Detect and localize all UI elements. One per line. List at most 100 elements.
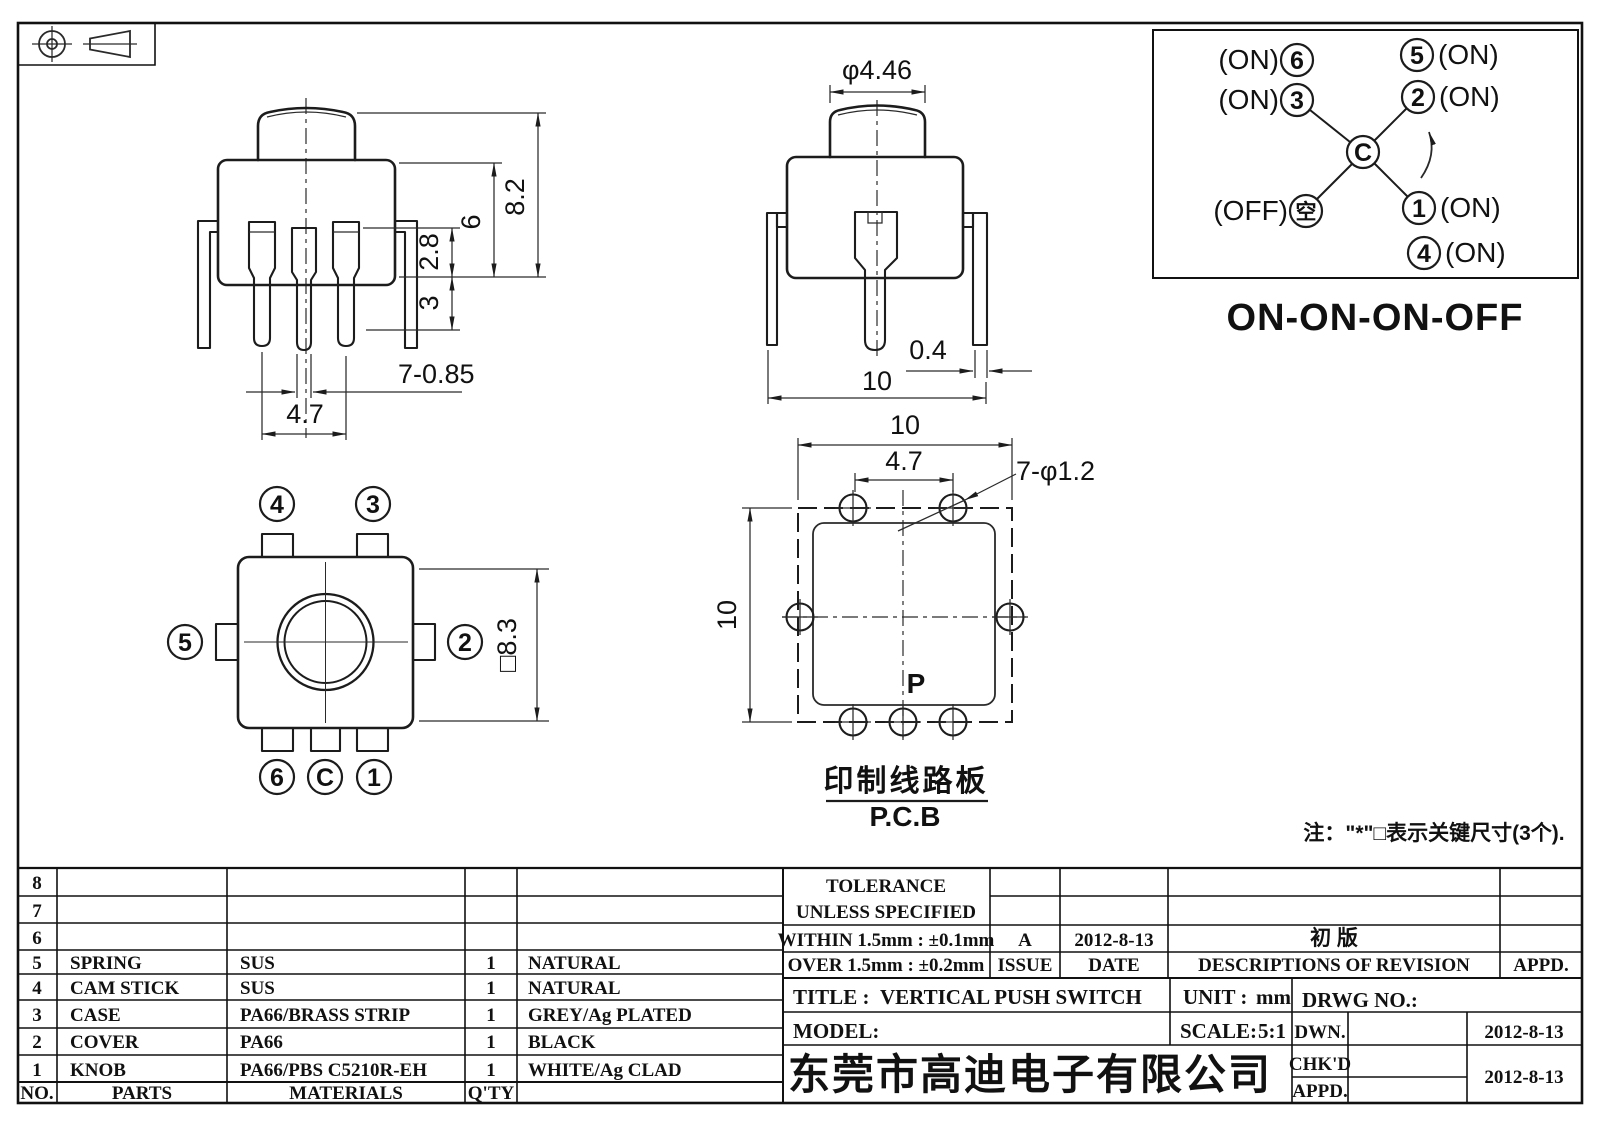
- drawing-number-label: DRWG NO.:: [1302, 988, 1418, 1012]
- schematic-terminal-3-state: (ON): [1218, 84, 1279, 115]
- scale-value: 5:1: [1258, 1019, 1286, 1043]
- switch-mode-caption: ON-ON-ON-OFF: [1227, 297, 1524, 339]
- bom-row-finish: WHITE/Ag CLAD: [528, 1060, 682, 1081]
- drawn-date: 2012-8-13: [1484, 1022, 1563, 1043]
- bom-row-finish: NATURAL: [528, 978, 621, 999]
- projection-symbol-icon: [18, 23, 156, 66]
- pcb-caption-cn: 印制线路板: [824, 765, 989, 798]
- revision-appd-label: APPD.: [1513, 955, 1568, 976]
- schematic-diagram: C 6 (ON) 3 (ON) 5 (ON) 2 (ON) 空 (OFF) 1 …: [1152, 29, 1579, 339]
- bom-row-no: 6: [32, 928, 42, 949]
- checked-by-label: CHK'D: [1289, 1054, 1351, 1075]
- dim-front-pin-width: 7-0.85: [398, 359, 475, 389]
- bom-row-no: 1: [32, 1060, 42, 1081]
- bom-header-qty: Q'TY: [468, 1083, 515, 1104]
- bom-row-material: PA66/BRASS STRIP: [240, 1005, 411, 1026]
- front-body: [216, 158, 397, 287]
- dim-front-pin-exposed: 3: [414, 295, 444, 310]
- bom-row-no: 2: [32, 1032, 42, 1053]
- pcb-caption-en: P.C.B: [869, 801, 940, 832]
- model-label: MODEL:: [793, 1019, 879, 1043]
- side-view: [765, 100, 989, 356]
- bom-row-material: SUS: [240, 978, 275, 999]
- schematic-terminal-off-state: (OFF): [1213, 195, 1288, 226]
- schematic-terminal-5: 5: [1410, 42, 1424, 70]
- schematic-common: C: [1354, 139, 1372, 167]
- bom-row-part: CASE: [70, 1005, 121, 1026]
- side-body: [785, 155, 965, 280]
- schematic-terminal-2-state: (ON): [1439, 81, 1500, 112]
- front-pin-left: [247, 220, 277, 348]
- dim-front-total-height: 8.2: [500, 178, 530, 216]
- bom-row-no: 5: [32, 953, 42, 974]
- title-label: TITLE :: [793, 985, 869, 1009]
- bottom-pin-3: 3: [366, 491, 380, 519]
- title-value: VERTICAL PUSH SWITCH: [880, 985, 1142, 1009]
- pcb-outline: [797, 507, 1013, 723]
- tolerance-within: WITHIN 1.5mm : ±0.1mm: [778, 930, 995, 951]
- bottom-pin-6: 6: [270, 764, 284, 792]
- bom-row-part: COVER: [70, 1032, 139, 1053]
- dim-side-knob-dia: φ4.46: [842, 55, 912, 85]
- schematic-terminal-2: 2: [1411, 84, 1425, 112]
- bottom-pin-4: 4: [270, 491, 284, 519]
- schematic-terminal-off: 空: [1296, 200, 1317, 224]
- schematic-terminal-4-state: (ON): [1445, 237, 1506, 268]
- dim-side-leg-thickness: 0.4: [909, 335, 947, 365]
- dim-pcb-height: 10: [712, 600, 742, 630]
- front-knob: [256, 106, 357, 162]
- schematic-terminal-6-state: (ON): [1218, 44, 1279, 75]
- company-name: 东莞市高迪电子有限公司: [788, 1051, 1272, 1098]
- bom-row-no: 3: [32, 1005, 42, 1026]
- tolerance-line1: TOLERANCE: [826, 876, 946, 897]
- bom-row-qty: 1: [486, 1060, 496, 1081]
- bom-row-finish: GREY/Ag PLATED: [528, 1005, 692, 1026]
- dim-front-shoulder: 2.8: [414, 233, 444, 271]
- pcb-holes: [782, 490, 1028, 740]
- front-pin-center: [290, 226, 318, 352]
- approved-by-label: APPD.: [1292, 1081, 1347, 1102]
- side-view-dimensions: φ4.46 0.4 10: [767, 55, 1032, 404]
- bottom-pin-2: 2: [458, 629, 472, 657]
- front-right-leg: [395, 219, 419, 350]
- pcb-polarity-mark: P: [907, 668, 926, 699]
- bom-table: 8 7 6 5 SPRING SUS 1 NATURAL 4 CAM STICK…: [20, 873, 691, 1104]
- bottom-view: 4 3 5 2 6 C 1 □8.3: [166, 485, 549, 796]
- unit-value: mm: [1256, 985, 1291, 1009]
- bom-row-qty: 1: [486, 953, 496, 974]
- front-left-leg: [196, 219, 218, 350]
- dim-pcb-pitch: 4.7: [885, 446, 923, 476]
- key-dimension-note: 注："*"□表示关键尺寸(3个).: [1303, 821, 1564, 845]
- bom-row-no: 4: [32, 978, 42, 999]
- tolerance-line2: UNLESS SPECIFIED: [796, 902, 976, 923]
- rotation-arrow-icon: [1420, 131, 1436, 179]
- bottom-pin-5: 5: [178, 629, 192, 657]
- schematic-terminal-4: 4: [1417, 240, 1431, 268]
- schematic-box: [1152, 29, 1579, 279]
- side-center-pin: [853, 210, 899, 352]
- bom-row-qty: 1: [486, 1032, 496, 1053]
- revision-issue-value: A: [1018, 930, 1032, 951]
- side-left-leg: [765, 211, 779, 347]
- unit-label: UNIT :: [1183, 985, 1247, 1009]
- schematic-terminal-1: 1: [1412, 195, 1426, 223]
- front-view: [196, 98, 419, 438]
- schematic-terminal-5-state: (ON): [1438, 39, 1499, 70]
- dim-front-body-height: 6: [456, 214, 486, 229]
- bom-header-no: NO.: [20, 1083, 53, 1104]
- dim-front-pin-pitch: 4.7: [286, 399, 324, 429]
- bom-header-materials: MATERIALS: [289, 1083, 403, 1104]
- revision-date-label: DATE: [1088, 955, 1139, 976]
- sheet-border: [16, 21, 1584, 1105]
- bom-row-part: KNOB: [70, 1060, 126, 1081]
- bom-row-material: SUS: [240, 953, 275, 974]
- bom-row-no: 7: [32, 901, 42, 922]
- tolerance-over: OVER 1.5mm : ±0.2mm: [788, 955, 985, 976]
- dim-pcb-holes: 7-φ1.2: [1016, 456, 1095, 486]
- revision-description-label: DESCRIPTIONS OF REVISION: [1198, 955, 1470, 976]
- schematic-terminal-3: 3: [1290, 87, 1304, 115]
- side-right-leg: [971, 211, 989, 347]
- revision-issue-label: ISSUE: [998, 955, 1053, 976]
- bottom-pin-1: 1: [367, 764, 381, 792]
